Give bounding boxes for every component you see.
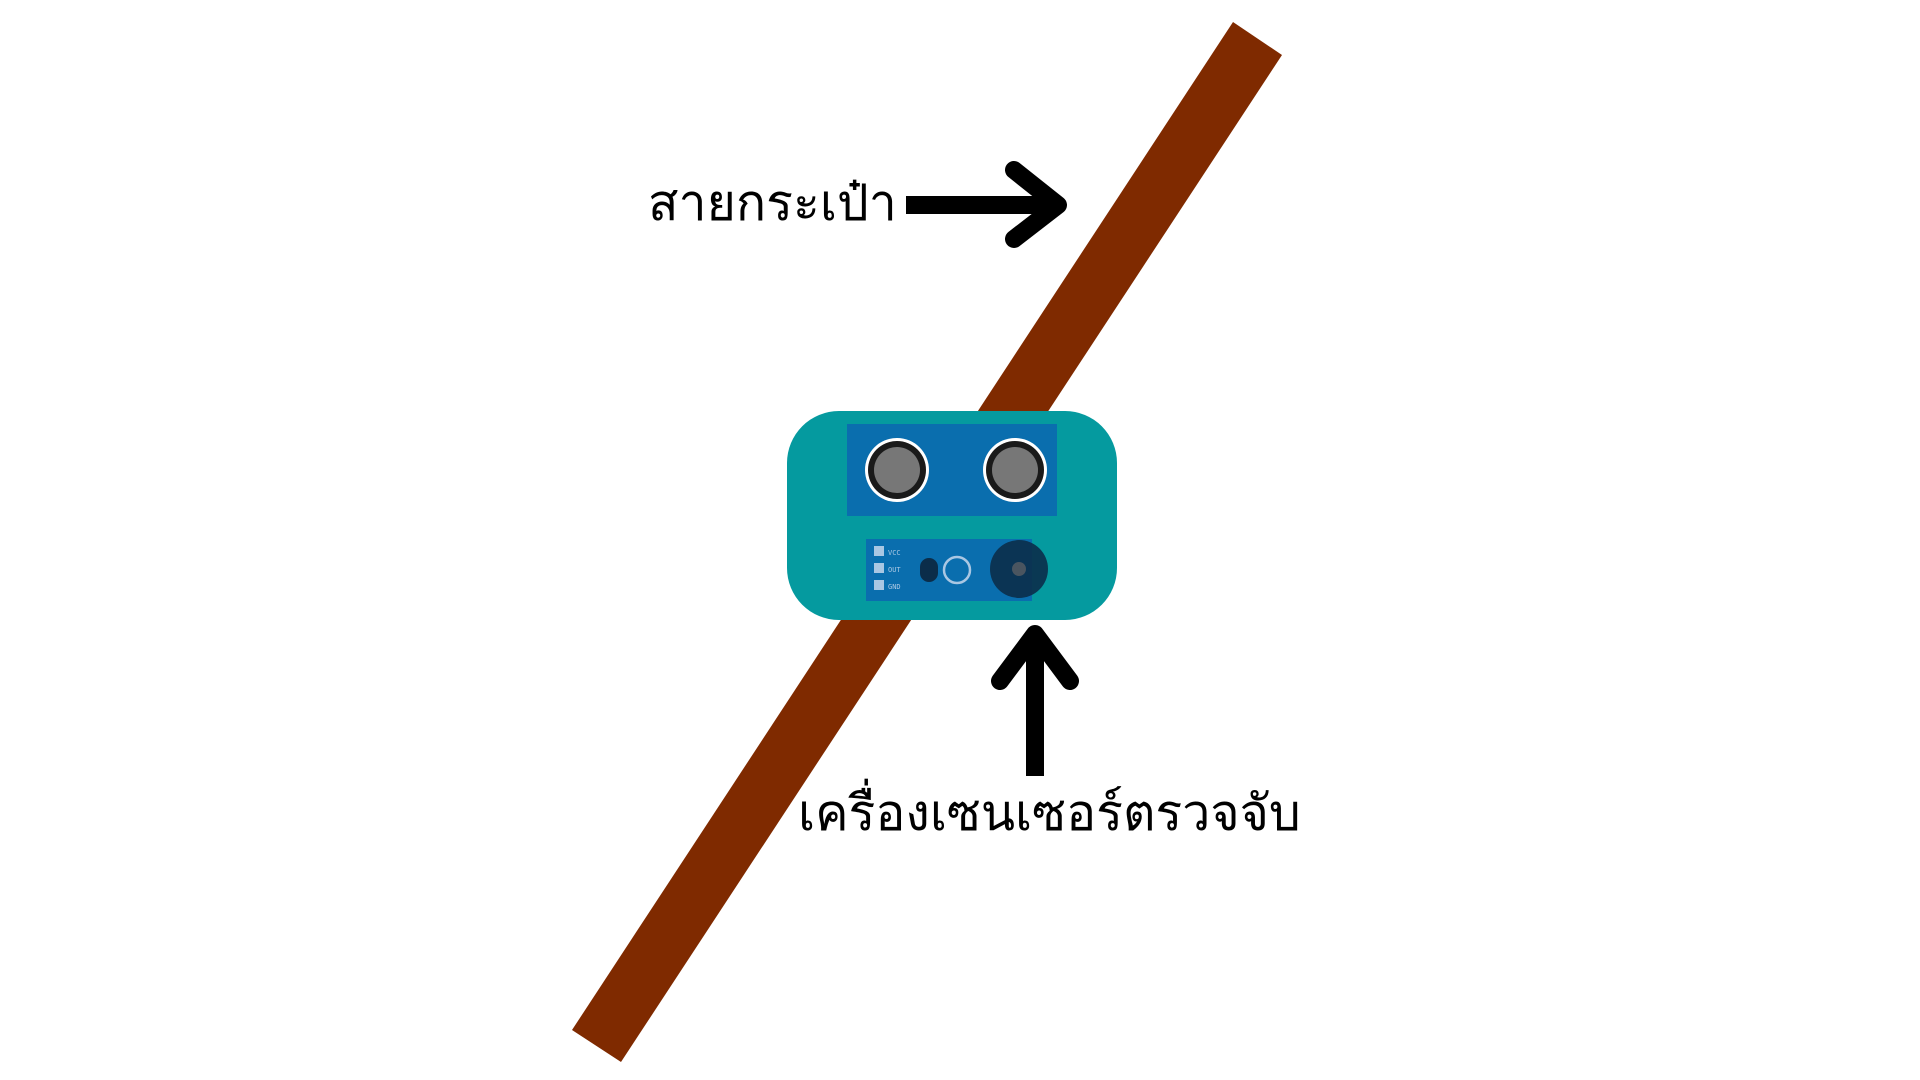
pin-square [874,546,884,556]
pin-header: VCC OUT GND [874,546,901,591]
strap-label: สายกระเป๋า [648,174,897,232]
arrow-right-icon [906,161,1067,248]
pin-label-out: OUT [888,566,901,574]
pin-label-gnd: GND [888,583,901,591]
pin-square [874,563,884,573]
sensor-device: VCC OUT GND [787,411,1117,620]
sensor-label: เครื่องเซนเซอร์ตรวจจับ [798,784,1301,842]
pin-square [874,580,884,590]
left-transducer-icon [865,438,929,502]
oscillator-component [920,558,938,582]
buzzer-center [1012,562,1026,576]
arrow-up-icon [991,625,1079,776]
trim-ring-icon [942,555,972,585]
right-transducer-icon [983,438,1047,502]
pin-label-vcc: VCC [888,549,901,557]
